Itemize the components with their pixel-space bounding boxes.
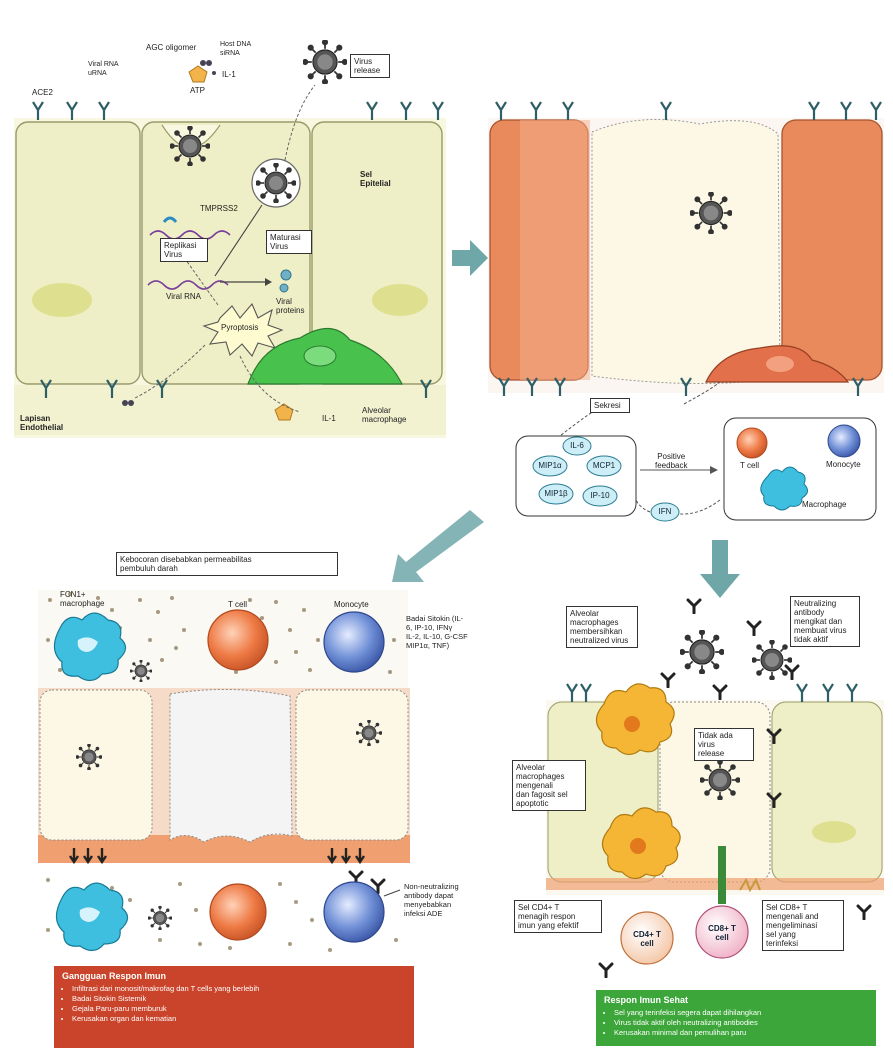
label-viral-proteins: Viral proteins xyxy=(276,297,304,315)
label-virus-release: Virus release xyxy=(350,54,390,78)
label-alveolar-macrophage: Alveolar macrophage xyxy=(362,406,406,424)
virus-c-free-icon xyxy=(130,660,152,682)
label-tidak-ada-virus: Tidak ada virus release xyxy=(694,728,754,761)
virus-d-cell-icon xyxy=(700,760,740,800)
monocyte-b xyxy=(828,425,860,457)
arrow-b-to-c xyxy=(392,510,484,582)
infected-cell-right xyxy=(782,120,882,380)
label-cd4-cell: CD4+ T cell xyxy=(631,930,663,948)
label-fcn1-macrophage: FCN1+ macrophage xyxy=(60,590,104,608)
healthy-response-panel: Respon Imun Sehat Sel yang terinfeksi se… xyxy=(596,990,876,1046)
label-monocyte-b: Monocyte xyxy=(826,460,861,469)
label-il1-bottom: IL-1 xyxy=(322,414,336,423)
label-positive-feedback: Positive feedback xyxy=(655,452,687,470)
panel-c-impaired xyxy=(38,590,410,952)
virus-released-icon xyxy=(303,40,347,84)
label-tmprss2: TMPRSS2 xyxy=(200,204,238,213)
label-cytokine-storm: Badai Sitokin (IL- 6, IP-10, IFNγ IL-2, … xyxy=(406,614,468,650)
cytokine-mip1b: MIP1β xyxy=(540,489,572,498)
cytokine-mip1a: MIP1α xyxy=(534,461,566,470)
cytokine-mcp1: MCP1 xyxy=(588,461,620,470)
cytokine-ip10: IP-10 xyxy=(584,491,616,500)
monocyte-c-top xyxy=(324,612,384,672)
label-agc-oligomer: AGC oligomer xyxy=(146,43,196,52)
label-ace2: ACE2 xyxy=(32,88,53,97)
virus-c-bottom-icon xyxy=(148,906,172,930)
healthy-point: Sel yang terinfeksi segera dapat dihilan… xyxy=(614,1008,868,1018)
virus-c-right-icon xyxy=(356,720,382,746)
epithelial-c-damaged xyxy=(170,689,292,842)
label-viral-rna: Viral RNA uRNA xyxy=(88,60,119,78)
cytokine-il6: IL-6 xyxy=(565,441,589,450)
label-cd4-text: Sel CD4+ T menagih respon imun yang efek… xyxy=(514,900,602,933)
label-leakage: Kebocoran disebabkan permeabilitas pembu… xyxy=(116,552,338,576)
label-alv-mac-apoptotic: Alveolar macrophages mengenali dan fagos… xyxy=(512,760,586,811)
impaired-title: Gangguan Respon Imun xyxy=(62,971,406,981)
label-alv-mac-neutralize: Alveolar macrophages membersihkan neutra… xyxy=(566,606,638,648)
impaired-point: Gejala Paru-paru memburuk xyxy=(72,1004,406,1014)
impaired-response-panel: Gangguan Respon Imun Infiltrasi dari mon… xyxy=(54,966,414,1048)
monocyte-c-bottom xyxy=(324,882,384,942)
label-pyroptosis: Pyroptosis xyxy=(221,323,258,332)
label-non-neutralizing: Non-neutralizing antibody dapat menyebab… xyxy=(404,882,459,918)
arrow-a-to-b xyxy=(452,240,488,276)
label-atp: ATP xyxy=(190,86,205,95)
healthy-point: Virus tidak aktif oleh neutralizing anti… xyxy=(614,1018,868,1028)
t-cell-b xyxy=(737,428,767,458)
label-maturasi: Maturasi Virus xyxy=(266,230,312,254)
t-cell-c-top xyxy=(208,610,268,670)
panel-a-infection xyxy=(14,40,446,438)
label-monocyte-c: Monocyte xyxy=(334,600,369,609)
label-neutralizing-ab: Neutralizing antibody mengikat dan membu… xyxy=(790,596,860,647)
epithelial-d-right xyxy=(772,702,882,882)
epithelial-cell-left xyxy=(16,122,140,384)
impaired-list: Infiltrasi dari monosit/makrofag dan T c… xyxy=(62,984,406,1024)
virus-entering-icon xyxy=(170,126,210,166)
label-il1-top: IL-1 xyxy=(222,70,236,79)
impaired-point: Badai Sitokin Sistemik xyxy=(72,994,406,1004)
healthy-title: Respon Imun Sehat xyxy=(604,995,868,1005)
label-viral-rna-strand: Viral RNA xyxy=(166,292,201,301)
impaired-point: Infiltrasi dari monosit/makrofag dan T c… xyxy=(72,984,406,994)
label-lapisan-endothelial: Lapisan Endothelial xyxy=(20,414,63,432)
label-sekresi: Sekresi xyxy=(590,398,630,413)
infected-cell-center xyxy=(592,120,780,384)
virus-vesicle-icon xyxy=(256,163,296,203)
label-sel-epitelial: Sel Epitelial xyxy=(360,170,391,188)
label-cd8-cell: CD8+ T cell xyxy=(706,924,738,942)
impaired-point: Kerusakan organ dan kematian xyxy=(72,1014,406,1024)
epithelial-c-right xyxy=(296,690,408,840)
t-cell-c-bottom xyxy=(210,884,266,940)
virus-panel-b-icon xyxy=(690,192,732,234)
healthy-point: Kerusakan minimal dan pemulihan paru xyxy=(614,1028,868,1038)
virus-d-upper-icon xyxy=(680,630,724,674)
arrow-b-to-d xyxy=(700,540,740,598)
label-host-dna: Host DNA siRNA xyxy=(220,40,251,58)
label-ifn: IFN xyxy=(653,507,677,516)
label-t-cell-c: T cell xyxy=(228,600,247,609)
label-macrophage-b: Macrophage xyxy=(802,500,846,509)
label-t-cell-b: T cell xyxy=(740,461,759,470)
virus-d-right-icon xyxy=(752,640,792,680)
label-cd8-text: Sel CD8+ T mengenali and mengeliminasi s… xyxy=(762,900,844,951)
virus-c-left-icon xyxy=(76,744,102,770)
label-replikasi: Replikasi Virus xyxy=(160,238,208,262)
healthy-list: Sel yang terinfeksi segera dapat dihilan… xyxy=(604,1008,868,1038)
